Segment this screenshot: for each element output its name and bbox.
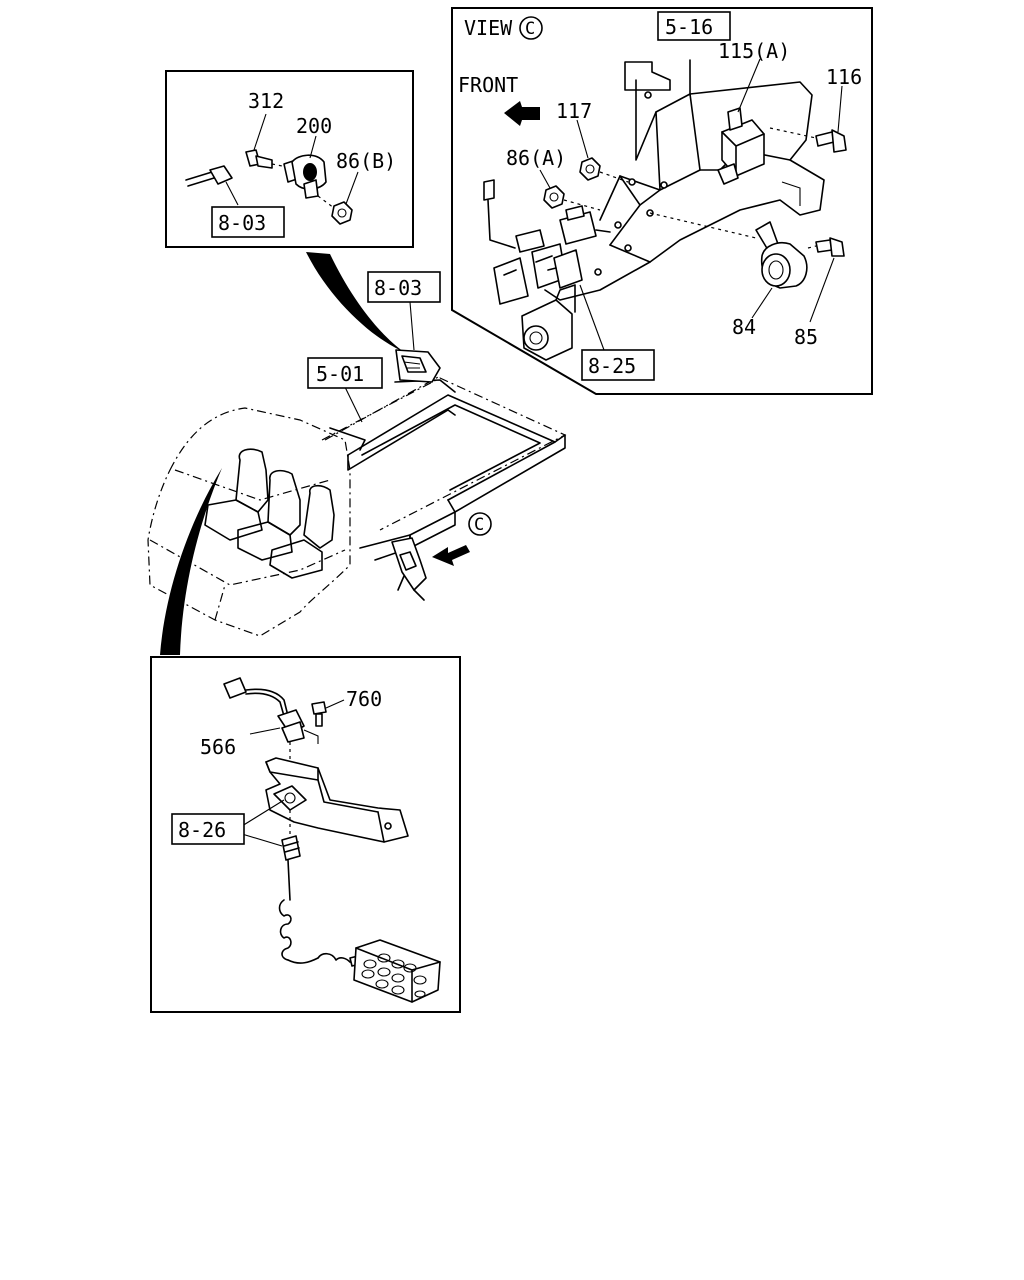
remote-controller bbox=[278, 810, 441, 1003]
part-84-label: 84 bbox=[732, 315, 756, 339]
callout-wedge-left bbox=[160, 468, 222, 655]
ref-label-8-25: 8-25 bbox=[588, 354, 636, 378]
part-117-label: 117 bbox=[556, 99, 592, 123]
bolt-312 bbox=[245, 113, 283, 169]
ref-box-5-16 bbox=[657, 11, 731, 41]
ref-label-5-01: 5-01 bbox=[316, 362, 364, 386]
frame-bracket-8-03 bbox=[395, 349, 441, 383]
detail-8-26-panel: 566 760 bbox=[150, 656, 461, 1013]
front-arrow-icon bbox=[504, 101, 540, 126]
ref-label-5-16: 5-16 bbox=[665, 15, 713, 39]
view-marker-circle bbox=[468, 512, 492, 536]
view-c-panel: VIEW C FRONT bbox=[451, 7, 873, 395]
cab-outline bbox=[147, 407, 351, 637]
ref-box-8-03-top bbox=[211, 206, 285, 238]
part-566-label: 566 bbox=[200, 735, 236, 759]
view-c-symbol: C bbox=[525, 19, 535, 39]
ref-label-8-26: 8-26 bbox=[178, 818, 226, 842]
front-label: FRONT bbox=[458, 73, 518, 97]
sensor-566 bbox=[223, 677, 319, 744]
detail-8-03-panel: 312 200 86(B) 8-03 bbox=[165, 70, 414, 248]
view-c-title: VIEW bbox=[464, 16, 513, 40]
cab-seats bbox=[204, 448, 335, 579]
callout-wedges bbox=[160, 252, 404, 655]
relay-115a bbox=[717, 58, 765, 185]
view-marker-label: C bbox=[474, 515, 484, 535]
ref-box-5-01 bbox=[307, 357, 383, 389]
mounting-bracket bbox=[265, 757, 409, 843]
part-85-label: 85 bbox=[794, 325, 818, 349]
harness-8-25 bbox=[483, 179, 611, 361]
part-116-label: 116 bbox=[826, 65, 862, 89]
view-c-arrow: C bbox=[432, 512, 492, 566]
frame-bracket-view-c bbox=[391, 537, 427, 601]
ref-box-8-03-main bbox=[367, 271, 441, 303]
bolt-116 bbox=[769, 85, 847, 153]
part-86a-label: 86(A) bbox=[506, 146, 566, 170]
detail-8-03-frame bbox=[165, 70, 414, 248]
part-312-label: 312 bbox=[248, 89, 284, 113]
part-86b-label: 86(B) bbox=[336, 149, 396, 173]
nut-117 bbox=[576, 119, 629, 183]
chassis-frame bbox=[321, 375, 567, 561]
nut-86a bbox=[539, 169, 601, 211]
nut-86b bbox=[317, 171, 359, 225]
callout-wedge-top bbox=[306, 252, 404, 352]
horn-84 bbox=[649, 212, 808, 319]
truck-main-view: C 8-03 5-01 bbox=[147, 271, 567, 637]
part-200-label: 200 bbox=[296, 114, 332, 138]
part-115a-label: 115(A) bbox=[718, 39, 790, 63]
ref-label-8-03-main: 8-03 bbox=[374, 276, 422, 300]
component-200 bbox=[283, 135, 327, 199]
bolt-760 bbox=[311, 699, 345, 727]
bolt-85 bbox=[807, 237, 845, 323]
ref-label-8-03-top: 8-03 bbox=[218, 211, 266, 235]
ref-box-8-26 bbox=[171, 813, 245, 845]
part-760-label: 760 bbox=[346, 687, 382, 711]
ref-box-8-25 bbox=[581, 349, 655, 381]
view-c-circle bbox=[519, 16, 543, 40]
